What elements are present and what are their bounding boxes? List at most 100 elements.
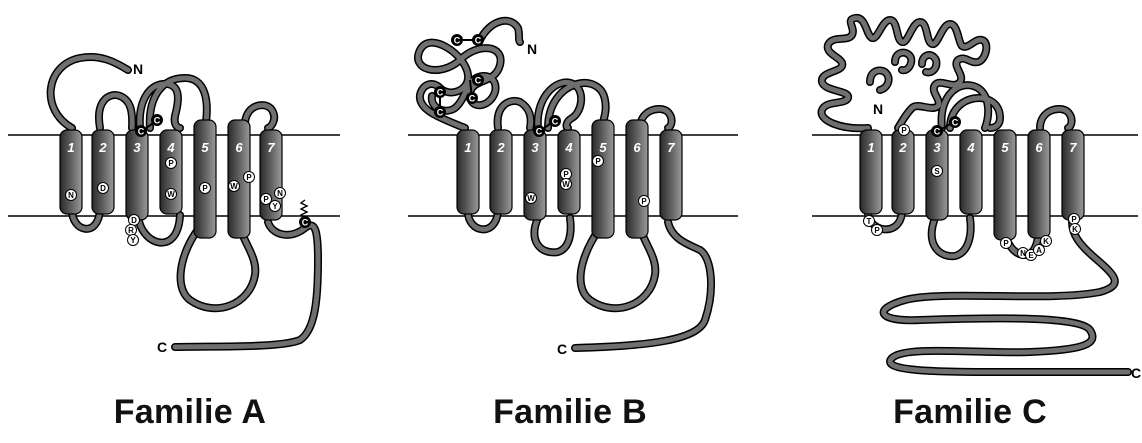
helix-number: 3 <box>133 140 141 155</box>
helix-number: 1 <box>67 140 74 155</box>
svg-text:T: T <box>867 217 872 226</box>
svg-text:C: C <box>437 88 444 98</box>
svg-text:P: P <box>641 197 647 206</box>
residue-circle: A <box>1034 245 1045 256</box>
helix-5 <box>194 120 216 238</box>
helix-6 <box>626 120 648 238</box>
svg-text:P: P <box>595 157 601 166</box>
helix-number: 1 <box>867 140 874 155</box>
svg-text:C: C <box>302 218 309 228</box>
svg-text:K: K <box>1043 237 1049 246</box>
helix-number: 2 <box>98 140 107 155</box>
helix-number: 6 <box>1035 140 1043 155</box>
helix-number: 2 <box>898 140 907 155</box>
helix-number: 5 <box>1001 140 1009 155</box>
svg-text:C: C <box>454 36 461 46</box>
residue-circle: W <box>229 181 240 192</box>
helix-number: 6 <box>235 140 243 155</box>
residue-circle: S <box>932 166 943 177</box>
helix-number: 3 <box>933 140 941 155</box>
residue-circle: P <box>899 125 910 136</box>
family-b-caption: Familie B <box>420 393 720 432</box>
helix-number: 5 <box>201 140 209 155</box>
residue-circle: P <box>561 169 572 180</box>
helix-number: 6 <box>633 140 641 155</box>
helix-number: 2 <box>496 140 505 155</box>
helix-number: 7 <box>1069 140 1077 155</box>
svg-text:C: C <box>154 116 161 126</box>
helix-number: 1 <box>464 140 471 155</box>
residue-circle: P <box>872 225 883 236</box>
residue-circle: P <box>1001 238 1012 249</box>
svg-text:W: W <box>167 190 175 199</box>
helix-number: 4 <box>564 140 573 155</box>
residue-circle: P <box>593 156 604 167</box>
residue-circle: T <box>864 216 875 227</box>
residue-circle: K <box>1070 224 1081 235</box>
svg-text:P: P <box>168 159 174 168</box>
svg-text:P: P <box>202 184 208 193</box>
residue-circle: K <box>1041 236 1052 247</box>
svg-text:S: S <box>934 167 940 176</box>
svg-text:E: E <box>1028 251 1034 260</box>
family-c-caption: Familie C <box>820 393 1120 432</box>
svg-text:R: R <box>128 226 134 235</box>
family-b-diagram: 1 2 3 4 5 6 7 N C C C C C C C C C <box>408 21 738 357</box>
c-terminus-label: C <box>157 339 167 355</box>
helix-number: 4 <box>966 140 975 155</box>
svg-text:W: W <box>527 194 535 203</box>
residue-circle: Y <box>128 235 139 246</box>
helix-number: 7 <box>667 140 675 155</box>
svg-text:C: C <box>138 127 145 137</box>
helix-number: 3 <box>531 140 539 155</box>
svg-text:W: W <box>562 180 570 189</box>
residue-circle: N <box>66 190 77 201</box>
svg-text:N: N <box>277 189 283 198</box>
svg-text:C: C <box>469 94 476 104</box>
residue-circle: W <box>166 189 177 200</box>
c-terminus-label: C <box>557 341 567 357</box>
residue-circle: Y <box>270 201 281 212</box>
family-a-diagram: 1 2 3 4 5 6 7 N C C C C N D D <box>8 57 340 355</box>
n-terminus-label: N <box>527 41 537 57</box>
residue-circle: N <box>275 188 286 199</box>
residue-circle: P <box>244 172 255 183</box>
helix-number: 4 <box>166 140 175 155</box>
svg-text:C: C <box>536 127 543 137</box>
svg-text:K: K <box>1072 225 1078 234</box>
residue-circle: P <box>261 194 272 205</box>
svg-text:C: C <box>552 117 559 127</box>
svg-text:P: P <box>246 173 252 182</box>
svg-text:P: P <box>263 195 269 204</box>
residue-circle: P <box>166 158 177 169</box>
residue-circle: P <box>1069 214 1080 225</box>
svg-text:W: W <box>230 182 238 191</box>
helix-number: 5 <box>599 140 607 155</box>
svg-text:Y: Y <box>130 236 136 245</box>
residue-circle: R <box>126 225 137 236</box>
svg-text:D: D <box>131 216 137 225</box>
residue-circle: W <box>561 179 572 190</box>
svg-text:C: C <box>475 36 482 46</box>
helix-5 <box>592 120 614 238</box>
svg-text:C: C <box>934 127 941 137</box>
svg-text:A: A <box>1036 246 1042 255</box>
svg-text:P: P <box>1071 215 1077 224</box>
palmitoylation-site: C <box>299 200 311 228</box>
svg-text:D: D <box>100 184 106 193</box>
family-a-caption: Familie A <box>40 393 340 432</box>
helix-number: 7 <box>267 140 275 155</box>
residue-circle: D <box>129 215 140 226</box>
residue-circle: P <box>639 196 650 207</box>
svg-text:P: P <box>1003 239 1009 248</box>
svg-text:C: C <box>437 108 444 118</box>
svg-text:C: C <box>952 118 959 128</box>
svg-text:C: C <box>475 76 482 86</box>
c-terminus-label: C <box>1131 365 1141 381</box>
svg-text:Y: Y <box>272 202 278 211</box>
svg-text:N: N <box>68 191 74 200</box>
family-c-diagram: 1 2 3 4 5 6 7 N C C C T P P S P N E A K <box>812 18 1141 381</box>
n-terminus-label: N <box>133 61 143 77</box>
svg-text:P: P <box>874 226 880 235</box>
